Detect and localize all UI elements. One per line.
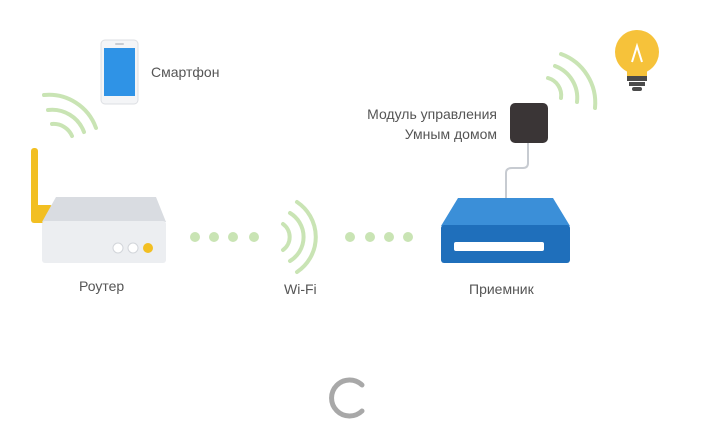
module-wifi-waves-icon [546, 52, 598, 110]
router-wifi-waves-icon [42, 92, 98, 138]
router-label: Роутер [79, 278, 125, 294]
link-dots-left [190, 232, 259, 242]
receiver-icon [441, 198, 570, 263]
module-label-line1: Модуль управления [367, 106, 497, 122]
loading-spinner-icon [329, 377, 365, 419]
receiver-label: Приемник [469, 281, 534, 297]
link-dots-right [345, 232, 413, 242]
router-icon [31, 148, 166, 263]
wifi-label: Wi-Fi [284, 281, 317, 297]
smart-home-module-icon [510, 103, 548, 143]
module-cable [505, 143, 529, 198]
smartphone-label: Смартфон [151, 64, 220, 80]
light-bulb-icon [615, 30, 659, 91]
module-label: Модуль управления Умным домом [367, 104, 497, 144]
wifi-signal-icon [281, 200, 318, 274]
module-label-line2: Умным домом [404, 126, 497, 142]
smartphone-icon [100, 39, 139, 105]
